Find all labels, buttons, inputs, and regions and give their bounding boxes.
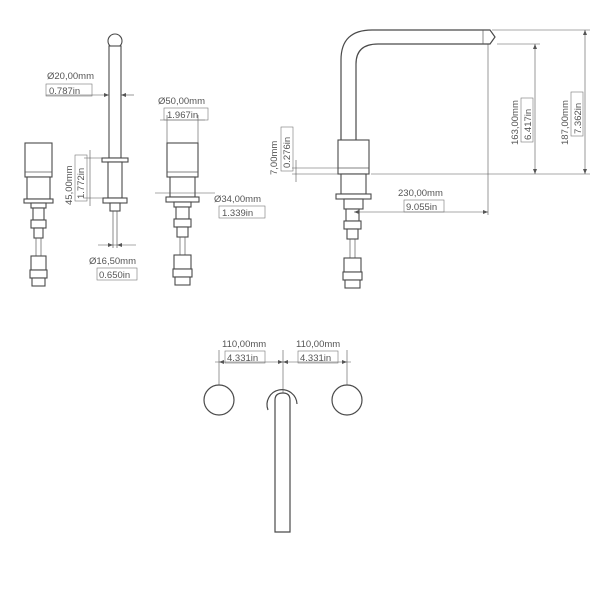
dim-spout-diameter-mm: Ø20,00mm: [47, 71, 94, 82]
dim-shank-diameter-in: 0.650in: [99, 270, 130, 281]
dim-deck-thickness-in: 0.276in: [282, 137, 293, 168]
side-spout: [340, 29, 496, 140]
dim-handle-height-mm: 45,00mm: [64, 165, 75, 205]
dim-spout-height: 163,00mm 6.417in: [371, 43, 540, 175]
dim-spout-reach: 230,00mm 9.055in: [354, 44, 489, 215]
dim-spacing-left-in: 4.331in: [227, 353, 258, 364]
dim-overall-height-in: 7.362in: [573, 103, 584, 134]
dim-spacing-left-mm: 110,00mm: [222, 339, 266, 350]
dim-base-diameter: Ø34,00mm 1.339in: [155, 192, 266, 219]
dim-handle-height-in: 1.772in: [76, 168, 87, 199]
dim-overall-height: 187,00mm 7.362in: [492, 29, 590, 175]
dim-overall-height-mm: 187,00mm: [560, 100, 571, 145]
dim-handle-height: 45,00mm 1.772in: [64, 150, 103, 206]
top-right-handle: [331, 384, 363, 416]
dim-spout-height-in: 6.417in: [523, 109, 534, 140]
top-view: 110,00mm 4.331in 110,00mm 4.331in: [203, 339, 363, 533]
dim-spacing-right-mm: 110,00mm: [296, 339, 340, 350]
dim-shank-diameter-mm: Ø16,50mm: [89, 256, 136, 267]
center-spout: [101, 33, 129, 248]
side-view: 7,00mm 0.276in 230,00mm 9.055in 163,00mm…: [269, 29, 590, 289]
dim-deck-thickness-mm: 7,00mm: [269, 141, 280, 175]
left-hose: [29, 207, 48, 287]
dim-spout-height-mm: 163,00mm: [510, 100, 521, 145]
dim-base-diameter-mm: Ø34,00mm: [214, 194, 261, 205]
top-left-handle: [203, 384, 235, 416]
top-spout: [266, 389, 298, 533]
dim-spout-diameter: Ø20,00mm 0.787in: [45, 71, 134, 97]
dim-spout-diameter-in: 0.787in: [49, 86, 80, 97]
dim-spout-reach-mm: 230,00mm: [398, 188, 443, 199]
right-hose: [172, 206, 193, 286]
dim-deck-thickness: 7,00mm 0.276in: [269, 126, 338, 182]
dim-shank-diameter: Ø16,50mm 0.650in: [89, 243, 138, 281]
dim-spacing-right-in: 4.331in: [300, 353, 331, 364]
right-handle: [165, 142, 200, 286]
dim-handle-diameter-mm: Ø50,00mm: [158, 96, 205, 107]
dim-spout-reach-in: 9.055in: [406, 202, 437, 213]
dim-spacing: 110,00mm 4.331in 110,00mm 4.331in: [215, 339, 351, 393]
dim-handle-diameter: Ø50,00mm 1.967in: [158, 96, 209, 143]
dim-handle-diameter-in: 1.967in: [167, 110, 198, 121]
side-body: [335, 139, 372, 210]
left-handle: [23, 142, 54, 287]
front-view: Ø20,00mm 0.787in Ø50,00mm 1.967in 45,00m…: [23, 33, 266, 287]
dim-base-diameter-in: 1.339in: [222, 208, 253, 219]
side-hose: [342, 208, 363, 289]
